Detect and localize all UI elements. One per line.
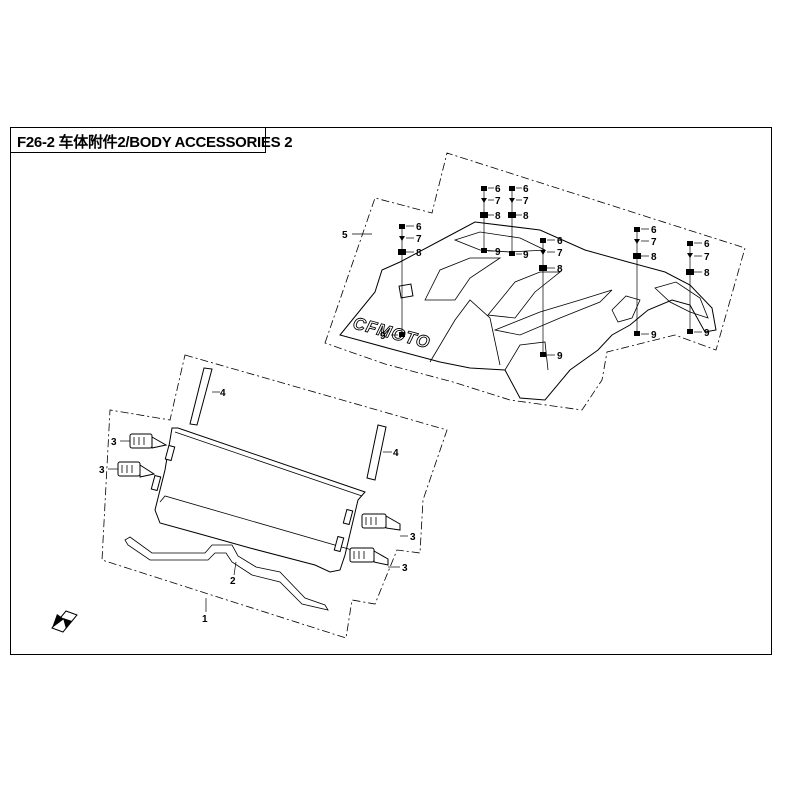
group-outline-skid [101, 354, 448, 639]
callout-3b: 3 [99, 465, 105, 476]
callout-7c: 7 [416, 234, 422, 245]
callout-2: 2 [230, 576, 236, 587]
clip-lower-left [117, 461, 156, 478]
callout-7f: 7 [704, 252, 710, 263]
clip-upper-left [129, 433, 168, 449]
fastener-stack-c [391, 224, 414, 337]
rubber-strip-right [366, 424, 387, 481]
callout-7a: 7 [495, 196, 501, 207]
mounting-bracket [124, 536, 329, 611]
fastener-stack-b [508, 186, 522, 256]
front-direction-arrow-icon [51, 610, 78, 633]
callout-7b: 7 [523, 196, 529, 207]
callout-8f: 8 [704, 268, 710, 279]
callout-3d: 3 [402, 563, 408, 574]
callout-9c: 9 [380, 331, 386, 342]
callout-8c: 8 [416, 248, 422, 259]
callout-8d: 8 [557, 264, 563, 275]
callout-6a: 6 [495, 184, 501, 195]
clip-lower-right [349, 547, 389, 566]
callout-9e: 9 [651, 330, 657, 341]
callout-7d: 7 [557, 248, 563, 259]
callout-8b: 8 [523, 211, 529, 222]
callout-6d: 6 [557, 236, 563, 247]
fastener-stack-e [633, 227, 649, 336]
rear-fender [339, 221, 717, 401]
skid-plate [150, 427, 366, 573]
callout-9a: 9 [495, 247, 501, 258]
callout-5: 5 [342, 230, 348, 241]
callout-4a: 4 [220, 388, 226, 399]
fastener-stack-f [686, 241, 702, 334]
callout-4b: 4 [393, 448, 399, 459]
page-title: F26-2 车体附件2/BODY ACCESSORIES 2 [17, 134, 293, 151]
callout-3c: 3 [410, 532, 416, 543]
group-outline-fender [324, 152, 746, 411]
clip-upper-right [361, 513, 401, 531]
callout-1: 1 [202, 614, 208, 625]
callout-6b: 6 [523, 184, 529, 195]
callout-8a: 8 [495, 211, 501, 222]
callout-9d: 9 [557, 351, 563, 362]
diagram-frame [10, 127, 772, 655]
callout-8e: 8 [651, 252, 657, 263]
callout-6c: 6 [416, 222, 422, 233]
callout-6f: 6 [704, 239, 710, 250]
rubber-strip-left [189, 367, 213, 426]
callout-7e: 7 [651, 237, 657, 248]
fastener-stack-a [480, 186, 494, 253]
callout-9b: 9 [523, 250, 529, 261]
title-box: F26-2 车体附件2/BODY ACCESSORIES 2 [10, 127, 293, 153]
callout-3a: 3 [111, 437, 117, 448]
callout-6e: 6 [651, 225, 657, 236]
callout-9f: 9 [704, 328, 710, 339]
fastener-stack-d [539, 238, 555, 357]
